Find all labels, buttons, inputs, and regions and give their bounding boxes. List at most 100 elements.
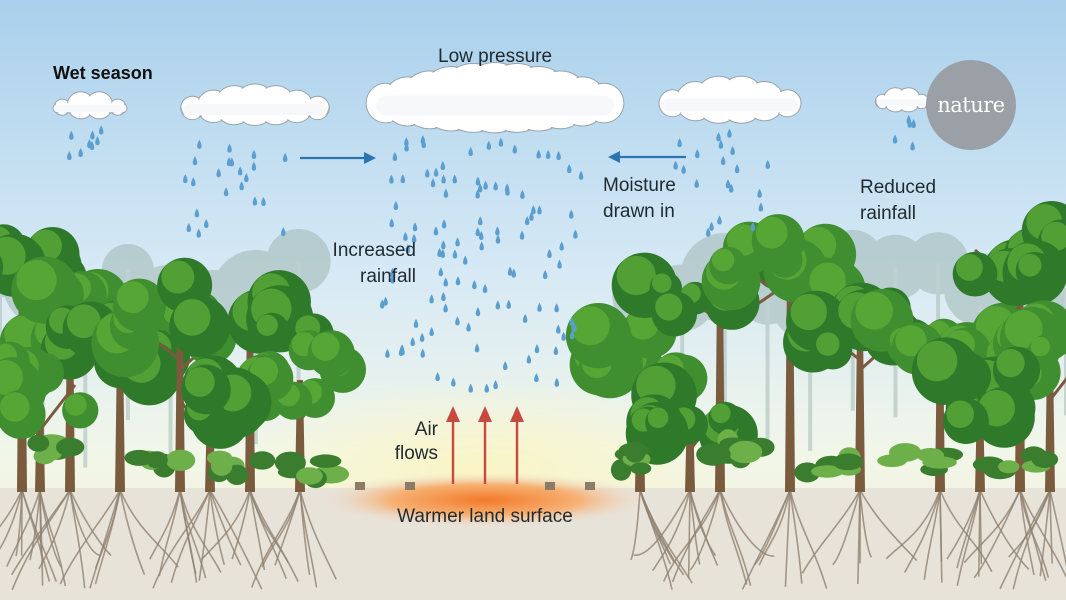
raindrop-icon [695,149,700,159]
raindrop-icon [379,299,385,309]
air-flows-line1: Air [414,419,438,440]
raindrop-icon [512,144,518,154]
raindrop-icon [204,218,209,228]
raindrop-icon [390,267,395,277]
stump-icon [355,482,365,490]
stump-icon [545,482,555,490]
raindrop-icon [410,337,415,347]
raindrop-icon [536,149,541,159]
raindrop-icon [435,372,440,382]
raindrop-icon [186,222,192,232]
raindrop-icon [519,230,525,240]
raindrop-icon [479,230,484,240]
raindrop-icon [520,189,525,199]
raindrop-icon [493,181,498,191]
raindrop-icon [502,361,508,371]
raindrop-icon [194,208,200,218]
raindrop-icon [197,139,202,149]
raindrop-icon [389,218,394,228]
raindrop-icon [468,383,473,393]
raindrop-icon [227,143,232,153]
shrub-icon [27,434,85,465]
raindrop-icon [727,128,732,138]
clouds [52,61,930,134]
raindrop-icon [251,161,257,171]
raindrop-icon [910,141,915,151]
raindrop-icon [192,156,198,166]
raindrop-icon [261,197,266,207]
cloud-icon [52,91,128,120]
raindrop-icon [720,156,726,166]
raindrop-icon [493,380,498,390]
nature-logo: nature [926,60,1016,150]
raindrop-icon [486,140,492,150]
tree-icon [952,200,1066,492]
cloud-icon [874,87,930,113]
raindrop-icon [412,222,418,232]
stump-icon [405,482,415,490]
shrub-icon [696,429,775,469]
raindrop-icon [390,274,395,284]
cloud-icon [658,75,802,124]
moisture-label-line2: drawn in [603,201,675,222]
raindrop-icon [673,160,678,170]
raindrop-icon [537,205,542,215]
raindrop-icon [477,183,483,193]
shrub-icon [610,441,652,481]
raindrop-icon [182,174,188,184]
raindrop-icon [400,174,406,184]
arrow-up-icon [510,406,524,484]
tree-icon [625,362,758,492]
raindrop-icon [474,343,480,353]
shrub-icon [877,443,964,476]
raindrop-icon [443,277,448,287]
raindrop-icon [229,157,235,167]
raindrop-icon [681,164,686,174]
raindrop-icon [531,205,536,215]
raindrop-icon [191,177,196,187]
raindrop-icon [95,136,100,146]
raindrop-icon [547,249,552,259]
raindrop-icon [561,331,566,341]
raindrop-icon [425,168,430,178]
raindrop-icon [244,173,249,183]
raindrop-icon [389,174,394,184]
arrow-up-icon [446,406,460,484]
raindrop-icon [223,187,229,197]
arrow-left-icon [608,151,686,163]
raindrop-icon [750,221,756,231]
raindrop-icon [443,188,449,198]
raindrop-icon [553,346,559,356]
rainforest-trees [0,200,1066,492]
raindrop-icon [717,215,722,225]
raindrop-icon [557,259,562,269]
raindrop-icon [554,303,559,313]
tree-icon [565,303,708,492]
raindrop-icon [892,134,898,144]
raindrop-icon [475,227,481,237]
raindrop-icon [718,139,724,149]
raindrop-icon [429,326,434,336]
shrub-icon [972,446,1059,480]
raindrop-icon [196,228,201,238]
raindrop-icon [534,344,540,354]
raindrop-icon [404,142,409,152]
cloud-icon [365,61,625,134]
raindrop-icon [495,226,500,236]
raindrop-icon [438,267,444,277]
raindrop-icon [716,132,721,142]
raindrop-icon [463,255,468,265]
raindrop-icon [906,115,912,125]
raindrop-icon [404,137,409,147]
raindrop-icon [498,137,504,147]
raindrop-icon [87,139,92,149]
raindrop-icon [455,237,460,247]
raindrop-icon [239,181,244,191]
raindrop-icon [757,188,762,198]
arrow-up-icon [478,406,492,484]
raindrop-icon [478,216,483,226]
raindrop-icon [482,284,488,294]
raindrop-icon [420,348,425,358]
